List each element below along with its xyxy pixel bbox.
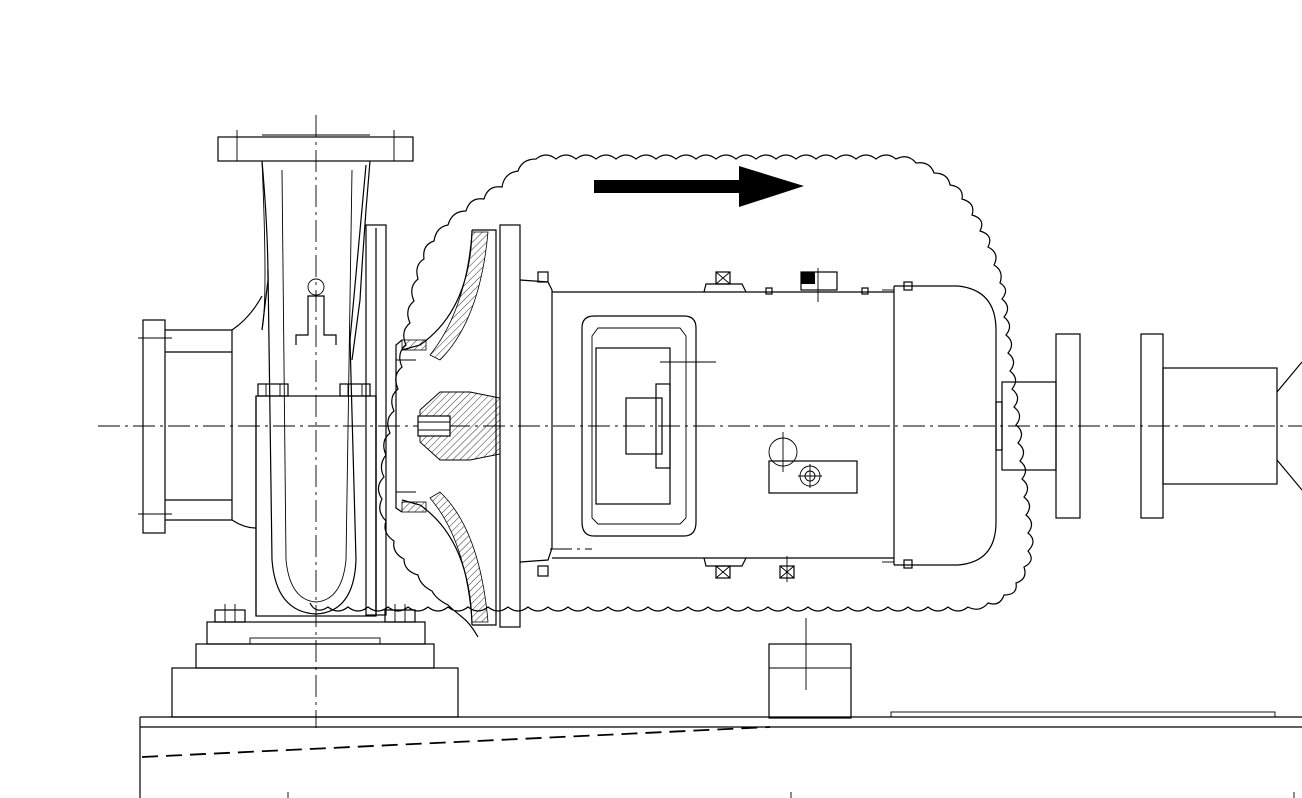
revision-cloud bbox=[309, 154, 1034, 638]
adapter-flange bbox=[499, 224, 894, 628]
bottom-fittings bbox=[537, 556, 913, 582]
shaft-coupling bbox=[995, 333, 1302, 519]
suction-flange bbox=[138, 319, 232, 534]
baseplate bbox=[139, 711, 1302, 798]
bearing-bracket bbox=[581, 315, 716, 537]
top-fittings bbox=[537, 268, 913, 302]
direction-arrow bbox=[594, 166, 804, 207]
casing-bolts-upper bbox=[257, 383, 371, 397]
housing-support bbox=[768, 618, 852, 719]
pump-foot bbox=[171, 604, 459, 718]
discharge-flange bbox=[217, 130, 414, 162]
bearing-housing bbox=[768, 285, 997, 566]
pump-casing bbox=[231, 160, 387, 617]
impeller-section bbox=[395, 229, 501, 626]
